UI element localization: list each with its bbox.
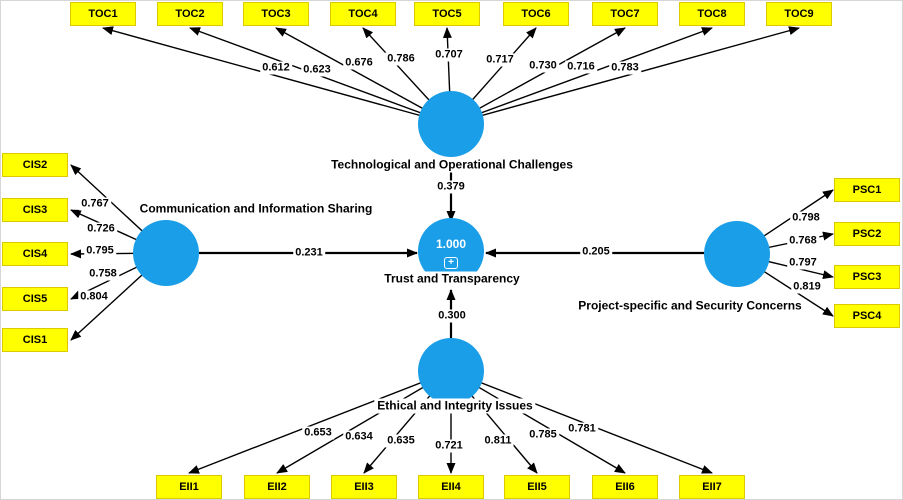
expand-plus-icon[interactable]: + (444, 257, 458, 269)
indicator-toc2[interactable]: TOC2 (157, 2, 223, 26)
indicator-psc3[interactable]: PSC3 (834, 265, 900, 289)
indicator-eii6[interactable]: EII6 (592, 475, 658, 499)
loading-psc3: 0.797 (787, 256, 819, 270)
loading-toc3: 0.676 (343, 56, 375, 70)
loading-toc1: 0.612 (260, 61, 292, 75)
loading-eii3: 0.635 (385, 434, 417, 448)
indicator-toc7[interactable]: TOC7 (592, 2, 658, 26)
indicator-cis3[interactable]: CIS3 (2, 198, 68, 222)
loading-toc6: 0.717 (484, 53, 516, 67)
indicator-eii3[interactable]: EII3 (331, 475, 397, 499)
indicator-eii2[interactable]: EII2 (244, 475, 310, 499)
loading-toc7: 0.730 (527, 59, 559, 73)
indicator-psc4[interactable]: PSC4 (834, 304, 900, 328)
path-coefficient-eii-trust: 0.300 (436, 309, 468, 323)
path-coefficient-toc-trust: 0.379 (435, 180, 467, 194)
indicator-toc9[interactable]: TOC9 (766, 2, 832, 26)
indicator-eii4[interactable]: EII4 (418, 475, 484, 499)
path-coefficient-cis-trust: 0.231 (293, 246, 325, 260)
indicator-psc2[interactable]: PSC2 (834, 222, 900, 246)
indicator-cis1[interactable]: CIS1 (2, 328, 68, 352)
loading-cis5: 0.758 (87, 267, 119, 281)
indicator-toc6[interactable]: TOC6 (503, 2, 569, 26)
loading-eii1: 0.653 (302, 426, 334, 440)
loading-eii4: 0.721 (433, 439, 465, 453)
indicator-cis2[interactable]: CIS2 (2, 153, 68, 177)
trust-r-squared-value: 1.000 (435, 237, 467, 251)
loading-cis3: 0.726 (85, 222, 117, 236)
loading-psc4: 0.819 (791, 280, 823, 294)
loading-toc8: 0.716 (565, 60, 597, 74)
loading-psc2: 0.768 (787, 234, 819, 248)
loading-toc4: 0.786 (385, 52, 417, 66)
indicator-toc1[interactable]: TOC1 (70, 2, 136, 26)
loading-eii2: 0.634 (343, 430, 375, 444)
indicator-toc3[interactable]: TOC3 (243, 2, 309, 26)
indicator-eii7[interactable]: EII7 (679, 475, 745, 499)
construct-cis-label: Communication and Information Sharing (139, 201, 373, 216)
construct-psc-label: Project-specific and Security Concerns (578, 298, 802, 313)
path-coefficient-psc-trust: 0.205 (580, 245, 612, 259)
indicator-toc5[interactable]: TOC5 (414, 2, 480, 26)
construct-cis-circle[interactable] (133, 220, 199, 286)
indicator-toc8[interactable]: TOC8 (679, 2, 745, 26)
loading-toc5: 0.707 (433, 48, 465, 62)
construct-eii-label: Ethical and Integrity Issues (374, 398, 536, 414)
loading-toc9: 0.783 (609, 61, 641, 75)
loading-cis1: 0.804 (78, 290, 110, 304)
construct-toc-label: Technological and Operational Challenges (328, 157, 576, 173)
indicator-psc1[interactable]: PSC1 (834, 178, 900, 202)
indicator-toc4[interactable]: TOC4 (330, 2, 396, 26)
construct-eii-circle[interactable] (418, 338, 484, 404)
indicator-eii1[interactable]: EII1 (156, 475, 222, 499)
loading-psc1: 0.798 (790, 211, 822, 225)
construct-psc-circle[interactable] (704, 221, 770, 287)
construct-trust-label: Trust and Transparency (381, 271, 523, 287)
loading-eii5: 0.811 (482, 434, 514, 448)
loading-eii6: 0.785 (527, 428, 559, 442)
indicator-cis5[interactable]: CIS5 (2, 287, 68, 311)
loading-cis2: 0.767 (79, 197, 111, 211)
loading-toc2: 0.623 (301, 63, 333, 77)
loading-eii7: 0.781 (566, 422, 598, 436)
indicator-eii5[interactable]: EII5 (504, 475, 570, 499)
construct-toc-circle[interactable] (418, 91, 484, 157)
indicator-cis4[interactable]: CIS4 (2, 242, 68, 266)
loading-cis4: 0.795 (84, 244, 116, 258)
